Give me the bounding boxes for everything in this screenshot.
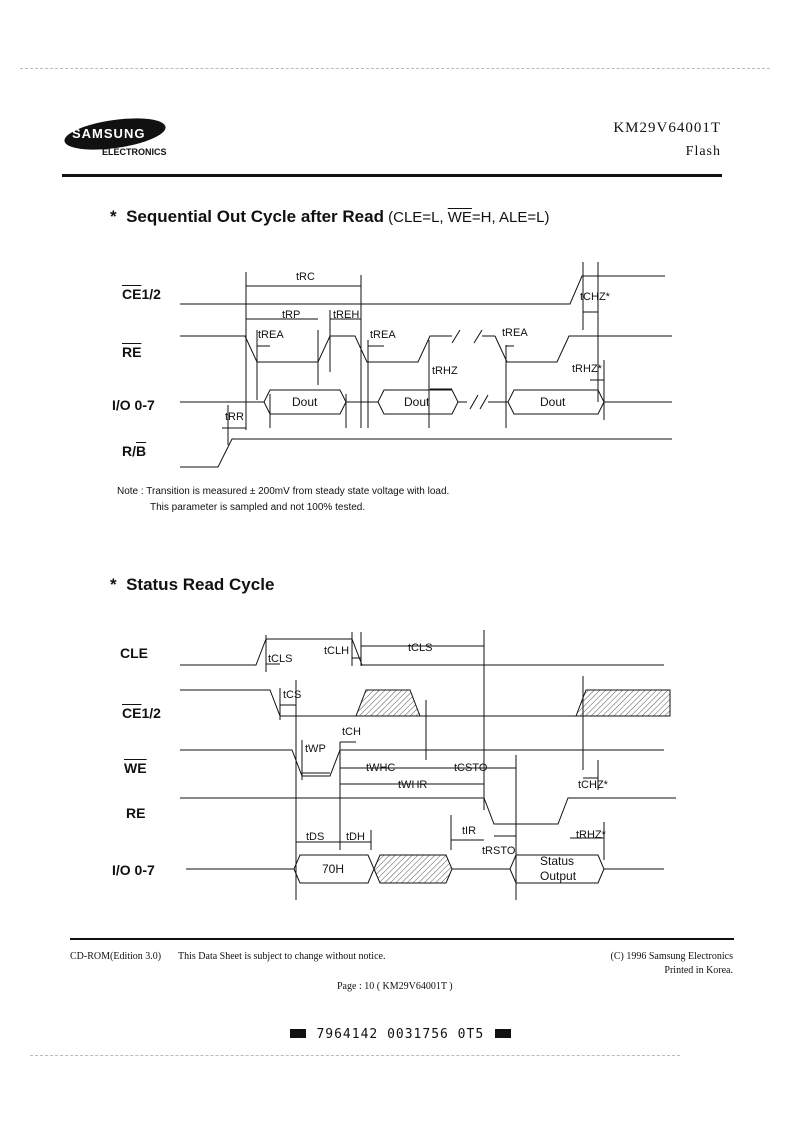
param-trc: tRC bbox=[296, 271, 315, 283]
signal-re-2: RE bbox=[126, 805, 146, 821]
section1-title-we: WE bbox=[447, 209, 472, 226]
param-twhr: tWHR bbox=[398, 779, 427, 791]
samsung-logo-sub: ELECTRONICS bbox=[102, 147, 167, 157]
status-output-l1: Status bbox=[540, 854, 574, 868]
signal-we: WE bbox=[124, 760, 147, 776]
signal-io-2: I/O 0-7 bbox=[112, 862, 155, 878]
product-type: Flash bbox=[685, 144, 721, 159]
status-output-l2: Output bbox=[540, 869, 577, 883]
signal-rb-r: R/ bbox=[122, 443, 136, 459]
signal-ce-1: CE1/2 bbox=[122, 286, 161, 302]
dout-1: Dout bbox=[292, 395, 318, 409]
param-trhz: tRHZ bbox=[432, 365, 458, 377]
section2-title-text: Status Read Cycle bbox=[126, 575, 275, 594]
re2-waveform bbox=[180, 797, 676, 825]
signal-rb: R/B bbox=[122, 443, 146, 459]
param-tcls-2: tCLS bbox=[408, 642, 432, 654]
param-twhc: tWHC bbox=[366, 762, 395, 774]
part-number: KM29V64001T bbox=[613, 120, 721, 136]
signal-ce-2: CE1/2 bbox=[122, 705, 161, 721]
param-twp: tWP bbox=[305, 743, 326, 755]
param-trp: tRP bbox=[282, 309, 300, 321]
signal-cle: CLE bbox=[120, 645, 148, 661]
param-trhz2: tRHZ* bbox=[576, 829, 607, 841]
barcode-block-left bbox=[290, 1029, 306, 1039]
param-trea-1: tREA bbox=[258, 329, 284, 341]
io2-waveform bbox=[186, 854, 375, 884]
we-waveform bbox=[180, 749, 664, 777]
scan-artifact-bottom bbox=[30, 1055, 680, 1056]
param-tclh: tCLH bbox=[324, 645, 349, 657]
note-line-2: This parameter is sampled and not 100% t… bbox=[150, 502, 366, 513]
dout-3: Dout bbox=[540, 395, 566, 409]
param-tch: tCH bbox=[342, 726, 361, 738]
param-tcls-1: tCLS bbox=[268, 653, 292, 665]
samsung-logo-text: SAMSUNG bbox=[72, 126, 146, 141]
param-trea-3: tREA bbox=[502, 327, 528, 339]
param-trhz-star: tRHZ* bbox=[572, 363, 603, 375]
signal-ce-suffix: 1/2 bbox=[141, 286, 161, 302]
page-number: Page : 10 ( KM29V64001T ) bbox=[337, 981, 453, 992]
signal-rb-b: B bbox=[136, 443, 147, 459]
header-rule bbox=[62, 174, 722, 177]
param-trr: tRR bbox=[225, 411, 244, 423]
param-trsto: tRSTO bbox=[482, 845, 516, 857]
note-line-1: Note : Transition is measured ± 200mV fr… bbox=[117, 486, 450, 497]
section1-title-params-pre: (CLE=L, bbox=[383, 209, 448, 226]
rb-waveform bbox=[180, 438, 672, 468]
param-trea-2: tREA bbox=[370, 329, 396, 341]
footer-copyright: (C) 1996 Samsung Electronics bbox=[610, 951, 733, 962]
data-70h: 70H bbox=[322, 862, 344, 876]
signal-ce2-bar: CE bbox=[122, 705, 142, 721]
param-tir: tIR bbox=[462, 825, 476, 837]
param-tchz2: tCHZ* bbox=[578, 779, 609, 791]
signal-re-1: RE bbox=[122, 344, 142, 360]
footer-notice: This Data Sheet is subject to change wit… bbox=[178, 951, 386, 962]
footer-printed: Printed in Korea. bbox=[664, 965, 733, 976]
param-tdh: tDH bbox=[346, 831, 365, 843]
samsung-logo: SAMSUNG ELECTRONICS bbox=[62, 113, 168, 157]
param-tcsto: tCSTO bbox=[454, 762, 488, 774]
cle-waveform bbox=[180, 638, 664, 666]
footer-edition: CD-ROM(Edition 3.0) bbox=[70, 951, 162, 962]
param-tchz: tCHZ* bbox=[580, 291, 611, 303]
signal-io-1: I/O 0-7 bbox=[112, 397, 155, 413]
signal-ce-bar: CE bbox=[122, 286, 142, 302]
section1-title-params-post: =H, ALE=L) bbox=[471, 209, 550, 226]
re-waveform bbox=[180, 335, 672, 363]
param-treh: tREH bbox=[333, 309, 359, 321]
ce-waveform bbox=[180, 275, 665, 305]
barcode-text: 7964142 0031756 0T5 bbox=[316, 1027, 485, 1042]
barcode-block-right bbox=[494, 1029, 511, 1039]
signal-ce2-suffix: 1/2 bbox=[141, 705, 161, 721]
param-tds: tDS bbox=[306, 831, 324, 843]
scan-artifact-top bbox=[20, 68, 770, 69]
section1-title: * Sequential Out Cycle after Read (CLE=L… bbox=[110, 207, 550, 226]
dout-2: Dout bbox=[404, 395, 430, 409]
io-waveform bbox=[180, 389, 672, 415]
footer-rule bbox=[70, 938, 734, 940]
param-tcs: tCS bbox=[283, 689, 301, 701]
barcode-strip: 7964142 0031756 0T5 bbox=[290, 1025, 511, 1043]
section2-title: * Status Read Cycle bbox=[110, 575, 275, 594]
section1-title-bold: Sequential Out Cycle after Read bbox=[126, 207, 384, 226]
ce2-waveform bbox=[180, 689, 664, 717]
